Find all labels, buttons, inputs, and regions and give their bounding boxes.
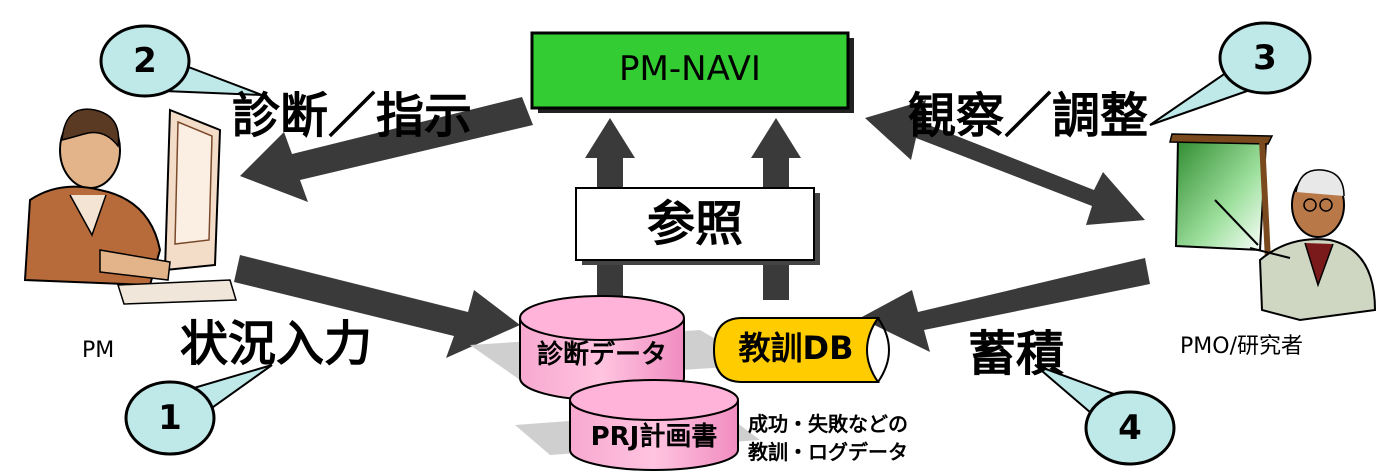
lessons-note-line2: 教訓・ログデータ	[748, 440, 908, 464]
step-3-label: 観察／調整	[908, 88, 1149, 144]
lessons-note-line1: 成功・失敗などの	[748, 412, 908, 436]
prj-plan-cylinder	[569, 379, 739, 471]
pmo-person-illustration	[1169, 133, 1377, 322]
diagnosis-data-label: 診断データ	[536, 340, 667, 370]
callout-2	[99, 24, 263, 98]
step-1-label: 状況入力	[180, 316, 373, 372]
step-4-label: 蓄積	[968, 326, 1065, 382]
step-2-label: 診断／指示	[232, 88, 473, 144]
reference-label: 参照	[646, 196, 743, 252]
pm-navi-box	[530, 31, 850, 110]
callout-number-3: 3	[1253, 38, 1277, 78]
callout-number-4: 4	[1118, 408, 1142, 448]
callout-1	[124, 364, 273, 456]
pmo-actor-label: PMO/研究者	[1180, 334, 1303, 359]
callout-number-2: 2	[133, 41, 157, 81]
arrow-observe-adjust	[865, 100, 1145, 225]
callout-number-1: 1	[158, 398, 182, 438]
callout-4	[1034, 364, 1176, 466]
lessons-db-shape	[712, 317, 890, 383]
reference-box	[575, 187, 815, 261]
prj-plan-label: PRJ計画書	[590, 422, 718, 452]
arrow-accumulate	[860, 258, 1150, 352]
pm-person-illustration	[23, 108, 237, 305]
lessons-db-label: 教訓DB	[738, 329, 854, 367]
arrow-diagnose-to-pm	[240, 97, 533, 202]
arrow-pm-to-data	[234, 255, 520, 358]
pm-actor-label: PM	[82, 338, 115, 363]
callout-3	[1149, 21, 1312, 126]
pm-navi-label: PM-NAVI	[619, 49, 761, 89]
